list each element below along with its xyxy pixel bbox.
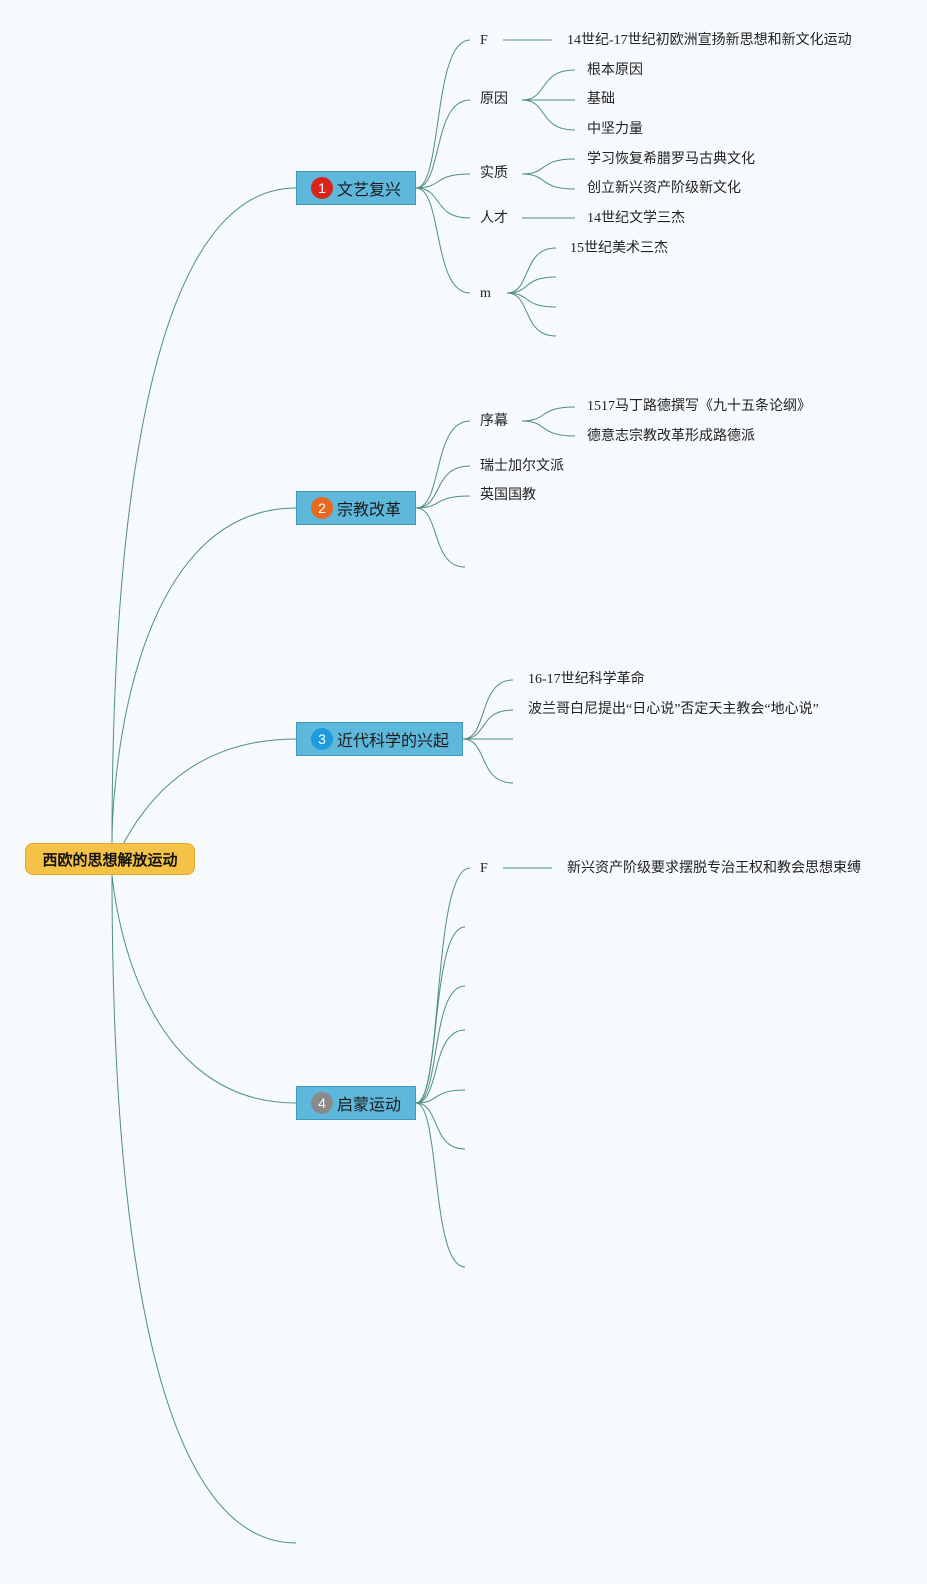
connector-line — [415, 867, 471, 1104]
topic-enlightenment-definition-text[interactable]: 新兴资产阶级要求摆脱专治王权和教会思想束缚 — [567, 861, 861, 876]
connector-line — [415, 1029, 466, 1104]
connector-line — [415, 173, 471, 189]
connector-line — [111, 874, 297, 1544]
connector-line — [521, 158, 576, 175]
topic-calvinism[interactable]: 瑞士加尔文派 — [480, 459, 564, 474]
connector-line — [111, 507, 297, 844]
connector-line — [415, 99, 471, 189]
topic-anglican[interactable]: 英国国教 — [480, 488, 536, 503]
branch-reformation[interactable]: 2 宗教改革 — [296, 491, 416, 525]
connector-line — [521, 99, 576, 131]
connector-line — [462, 709, 514, 740]
topic-enlightenment-definition[interactable]: F — [480, 861, 488, 876]
topic-definition-text[interactable]: 14世纪-17世纪初欧洲宣扬新思想和新文化运动 — [567, 33, 852, 48]
connector-line — [462, 679, 514, 740]
topic-art-three[interactable]: 15世纪美术三杰 — [570, 241, 668, 256]
priority-1-icon: 1 — [311, 177, 333, 199]
connector-line — [415, 465, 471, 509]
topic-luther-theses[interactable]: 1517马丁路德撰写《九十五条论纲》 — [587, 399, 811, 414]
connector-line — [415, 187, 471, 294]
topic-essence[interactable]: 实质 — [480, 166, 508, 181]
topic-prelude[interactable]: 序幕 — [480, 414, 508, 429]
topic-definition[interactable]: F — [480, 33, 488, 48]
topic-science-revolution[interactable]: 16-17世纪科学革命 — [528, 672, 645, 687]
connector-line — [415, 420, 471, 509]
connector-line — [111, 874, 297, 1104]
connector-line — [415, 1102, 466, 1268]
connector-line — [506, 292, 557, 337]
connector-line — [111, 738, 297, 860]
branch-label: 启蒙运动 — [337, 1097, 402, 1114]
topic-talent[interactable]: 人才 — [480, 211, 508, 226]
connector-line — [462, 738, 514, 784]
connector-line — [111, 187, 297, 844]
root-topic[interactable]: 西欧的思想解放运动 — [25, 843, 195, 875]
connector-line — [506, 276, 557, 294]
branch-enlightenment[interactable]: 4 启蒙运动 — [296, 1086, 416, 1120]
priority-3-icon: 3 — [311, 728, 333, 750]
topic-essence-2[interactable]: 创立新兴资产阶级新文化 — [587, 181, 741, 196]
branch-label: 宗教改革 — [337, 502, 402, 519]
branch-renaissance[interactable]: 1 文艺复兴 — [296, 171, 416, 205]
connector-line — [415, 39, 471, 189]
connector-line — [521, 420, 576, 437]
branch-label: 近代科学的兴起 — [337, 733, 450, 750]
connector-line — [521, 173, 576, 190]
root-topic-label: 西欧的思想解放运动 — [42, 851, 178, 869]
topic-root-cause[interactable]: 根本原因 — [587, 63, 643, 78]
connector-line — [415, 985, 466, 1104]
branch-label: 文艺复兴 — [337, 182, 402, 199]
connector-line — [415, 187, 471, 219]
topic-causes[interactable]: 原因 — [480, 92, 508, 107]
priority-2-icon: 2 — [311, 497, 333, 519]
topic-backbone[interactable]: 中坚力量 — [587, 122, 643, 137]
topic-lutheran[interactable]: 德意志宗教改革形成路德派 — [587, 429, 755, 444]
topic-essence-1[interactable]: 学习恢复希腊罗马古典文化 — [587, 152, 755, 167]
topic-copernicus[interactable]: 波兰哥白尼提出“日心说”否定天主教会“地心说” — [528, 702, 819, 717]
priority-4-icon: 4 — [311, 1092, 333, 1114]
connector-line — [506, 247, 557, 294]
connector-line — [521, 406, 576, 422]
connector-line — [415, 1089, 466, 1104]
topic-literature-three[interactable]: 14世纪文学三杰 — [587, 211, 685, 226]
connector-line — [415, 495, 471, 509]
connector-line — [521, 69, 576, 101]
topic-foundation[interactable]: 基础 — [587, 92, 615, 107]
topic-m[interactable]: m — [480, 286, 491, 301]
connector-line — [415, 926, 466, 1104]
connector-line — [506, 292, 557, 308]
branch-modern-science[interactable]: 3 近代科学的兴起 — [296, 722, 463, 756]
connector-line — [415, 507, 466, 568]
connector-line — [415, 1102, 466, 1150]
